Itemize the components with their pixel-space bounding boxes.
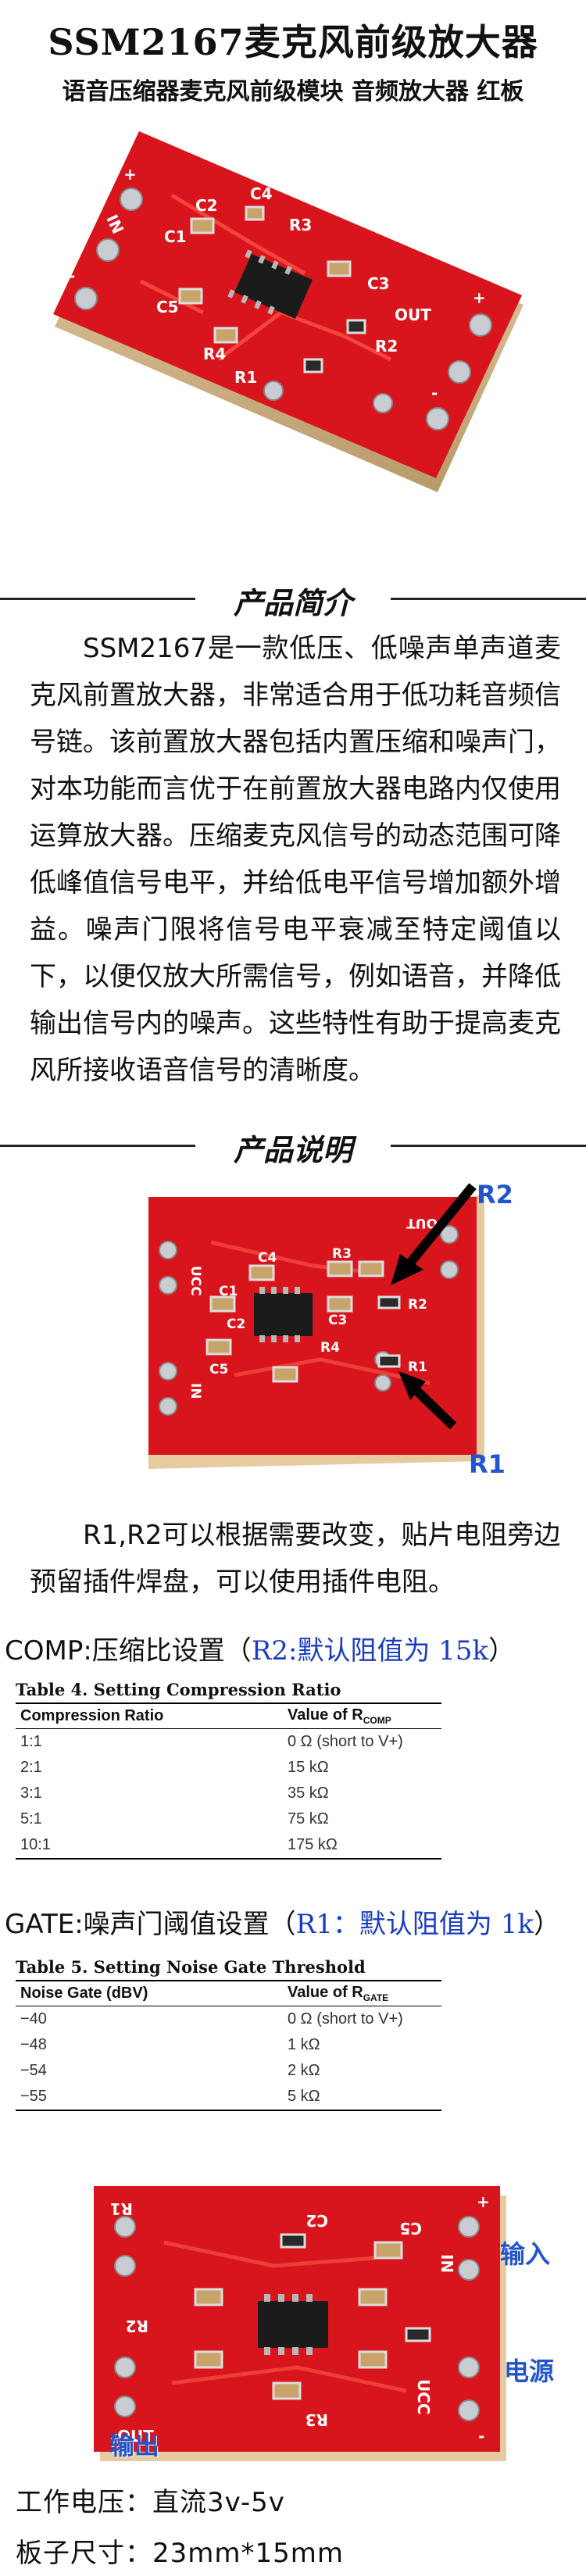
silk-label: C3 [367,274,390,293]
section-title: 产品简介 [233,585,352,620]
col-header: Compression Ratio [16,1702,283,1729]
silk-label: R2 [408,1297,427,1313]
silk-label: - [431,384,438,402]
silk-label: R3 [289,216,312,234]
silk-label: - [478,2427,484,2446]
silk-label: R2 [126,2317,148,2335]
silk-label: C1 [219,1284,238,1299]
callout-output: 输出 [109,2431,160,2460]
silk-label: OUT [406,1215,438,1231]
silk-label: C2 [306,2211,328,2230]
silk-label: R4 [320,1340,340,1356]
spec-voltage: 工作电压：直流3v-5v [16,2487,285,2518]
board-photo-top: + IN - C1 C2 C3 C4 R1 R2 R3 R4 C5 OUT VC… [53,131,523,492]
gate-table-block: Table 5. Setting Noise Gate Threshold No… [16,1957,441,2111]
spec-size: 板子尺寸：23mm*15mm [16,2538,345,2569]
silk-label: + [477,2192,490,2211]
silk-label: C3 [328,1313,347,1328]
silk-label: OUT [395,305,431,324]
silk-label: R3 [332,1246,352,1262]
comp-default: R2:默认阻值为 15k [251,1635,489,1667]
section-heading-intro: 产品简介 [0,574,586,621]
silk-label: R3 [306,2410,328,2429]
comp-setting-line: COMP:压缩比设置（R2:默认阻值为 15k） [5,1629,515,1667]
gate-default: R1：默认阻值为 1k [295,1909,534,1940]
silk-label: C2 [195,196,218,215]
comp-key: COMP: [5,1635,92,1667]
silk-label: C5 [399,2219,422,2238]
col-header: Value of RCOMP [283,1702,441,1729]
ssm2167-chip [227,249,313,319]
callout-power: 电源 [504,2356,555,2386]
arrow-icon [391,1183,477,1285]
solder-pads-left [74,188,143,310]
section-heading-description: 产品说明 [0,1121,586,1168]
callout-input: 输入 [500,2239,551,2269]
silk-label: C1 [164,227,187,246]
silk-label: UCC [414,2379,433,2415]
ssm2167-chip [258,2301,328,2348]
gate-table-caption: Table 5. Setting Noise Gate Threshold [16,1957,366,1977]
gate-key: GATE: [5,1909,84,1940]
col-header: Value of RGATE [283,1980,441,2006]
callout-r1: R1 [469,1449,506,1479]
board-photo-bottom: R1 C2 C5 IN R2 R3 UCC OUT + - [94,2186,506,2461]
silk-label: - [69,266,75,285]
comp-table-caption: Table 4. Setting Compression Ratio [16,1680,341,1699]
silk-label: R4 [203,345,226,363]
resistor-note: R1,R2可以根据需要改变，贴片电阻旁边预留插件焊盘，可以使用插件电阻。 [30,1520,561,1598]
page-title: SSM2167麦克风前级放大器 [48,21,538,63]
silk-label: + [123,165,137,184]
smd-components [178,205,366,373]
intro-paragraph: SSM2167是一款低压、低噪声单声道麦克风前置放大器，非常适合用于低功耗音频信… [30,633,561,1086]
comp-table-block: Table 4. Setting Compression Ratio Compr… [16,1680,441,1860]
silk-label: C5 [156,298,179,316]
silk-label: IN [188,1383,203,1399]
comp-close: ） [488,1635,516,1667]
silk-label: C4 [250,184,273,203]
ssm2167-chip [254,1293,313,1336]
board-photo-description: UCC C1 C4 R3 C3 R2 R4 C2 C5 R1 OUT IN [148,1183,484,1469]
silk-label: + [473,288,486,307]
comp-desc: 压缩比设置（ [91,1635,252,1667]
silk-label: C5 [209,1362,228,1377]
gate-desc: 噪声门阈值设置（ [83,1909,296,1940]
arrow-icon [398,1371,457,1430]
silk-label: R1 [110,2199,133,2218]
silk-label: OUT [117,2427,154,2446]
callout-r2: R2 [477,1180,513,1209]
solder-pads-right [263,313,492,431]
silk-label: VCC [291,152,330,182]
col-header: Noise Gate (dBV) [16,1980,283,2006]
silk-label: R2 [375,337,398,355]
silk-label: IN [438,2254,456,2273]
silk-label: R1 [408,1359,427,1375]
silk-label: UCC [188,1266,203,1296]
gate-close: ） [533,1909,560,1940]
silk-label: C4 [258,1250,277,1266]
section-title: 产品说明 [233,1132,352,1167]
gate-setting-line: GATE:噪声门阈值设置（R1：默认阻值为 1k） [5,1903,560,1941]
page-subtitle: 语音压缩器麦克风前级模块 音频放大器 红板 [62,78,524,105]
silk-label: R1 [234,368,257,387]
silk-label: C2 [227,1317,245,1332]
